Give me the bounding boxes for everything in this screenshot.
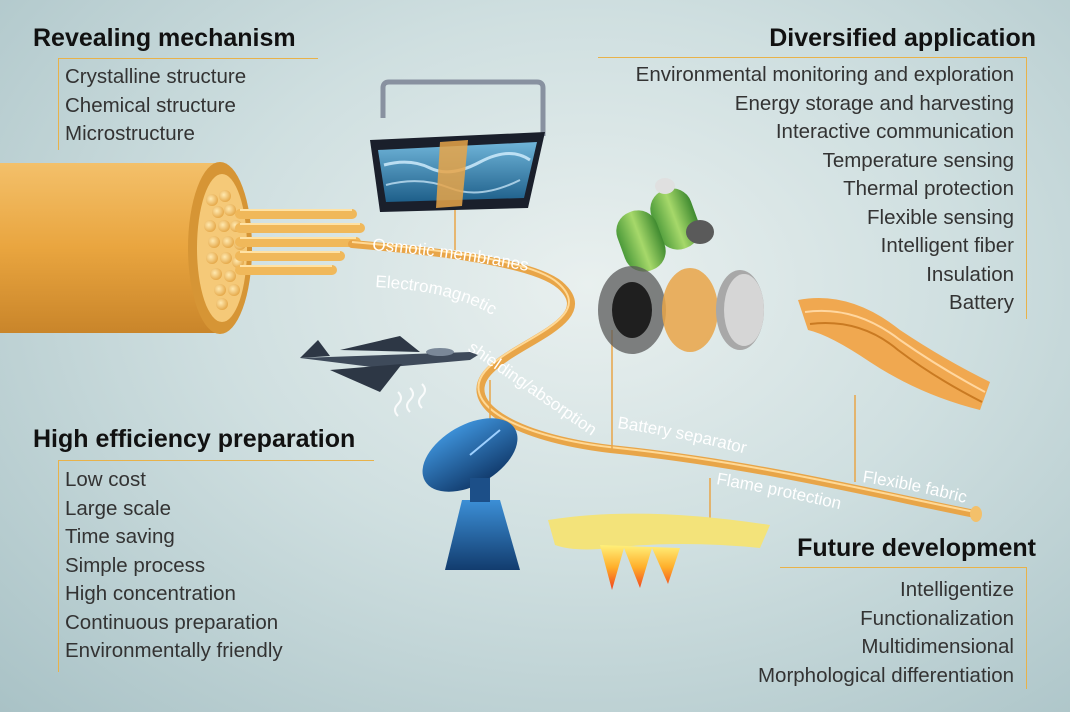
future-development-panel: Future development bbox=[797, 534, 1036, 563]
future-development-item: Multidimensional bbox=[861, 635, 1014, 658]
radar-dish-icon bbox=[422, 418, 520, 570]
fighter-jet-icon bbox=[300, 336, 478, 392]
revealing-mechanism-panel: Revealing mechanism bbox=[33, 24, 296, 53]
future-development-item: Functionalization bbox=[860, 606, 1014, 630]
flexible-fabric-icon bbox=[798, 298, 990, 410]
high-efficiency-preparation-item: Large scale bbox=[65, 496, 171, 520]
high-efficiency-preparation-item: Simple process bbox=[65, 553, 206, 577]
diversified-application-heading: Diversified application bbox=[769, 24, 1036, 52]
high-efficiency-preparation-panel: High efficiency preparation bbox=[33, 425, 355, 454]
diversified-application-item: Intelligent fiber bbox=[880, 234, 1014, 257]
divider bbox=[780, 567, 1026, 568]
high-efficiency-preparation-heading: High efficiency preparation bbox=[33, 425, 356, 453]
diversified-application-item: Temperature sensing bbox=[822, 148, 1014, 172]
diversified-application-item: Battery bbox=[949, 291, 1014, 314]
divider bbox=[598, 57, 1026, 58]
diversified-application-item: Flexible sensing bbox=[867, 205, 1014, 229]
revealing-mechanism-heading: Revealing mechanism bbox=[33, 24, 296, 52]
battery-cylinders-icon bbox=[616, 178, 714, 272]
divider bbox=[58, 58, 59, 150]
high-efficiency-preparation-item: Low cost bbox=[65, 468, 146, 491]
divider bbox=[58, 460, 374, 461]
coin-cell-battery-icon bbox=[598, 266, 764, 354]
diversified-application-item: Thermal protection bbox=[843, 177, 1014, 200]
cable-illustration bbox=[0, 162, 365, 334]
osmotic-tank-icon bbox=[370, 79, 546, 212]
diversified-application-list: Environmental monitoring and exploration… bbox=[636, 61, 1014, 318]
flame-fabric-icon bbox=[548, 513, 770, 590]
revealing-mechanism-item: Chemical structure bbox=[65, 93, 236, 117]
fiber-strand bbox=[348, 240, 979, 518]
revealing-mechanism-item: Microstructure bbox=[65, 122, 195, 145]
diversified-application-item: Energy storage and harvesting bbox=[734, 91, 1014, 115]
diversified-application-item: Insulation bbox=[926, 262, 1014, 286]
high-efficiency-preparation-item: Continuous preparation bbox=[65, 610, 279, 634]
signal-waves-icon bbox=[394, 383, 426, 417]
divider bbox=[58, 58, 318, 59]
diversified-application-panel: Diversified application bbox=[769, 24, 1036, 53]
label-electromagnetic: Electromagnetic bbox=[375, 272, 501, 319]
divider bbox=[1026, 567, 1027, 689]
future-development-heading: Future development bbox=[797, 534, 1036, 562]
high-efficiency-preparation-item: Time saving bbox=[65, 525, 175, 548]
divider bbox=[1026, 57, 1027, 319]
high-efficiency-preparation-item: High concentration bbox=[65, 582, 236, 605]
leader-lines bbox=[454, 205, 856, 530]
diversified-application-item: Environmental monitoring and exploration bbox=[635, 63, 1014, 86]
future-development-item: Intelligentize bbox=[900, 578, 1014, 601]
high-efficiency-preparation-item: Environmentally friendly bbox=[65, 639, 283, 662]
future-development-item: Morphological differentiation bbox=[757, 663, 1014, 687]
diversified-application-item: Interactive communication bbox=[775, 120, 1014, 143]
divider bbox=[58, 460, 59, 672]
label-osmotic-membranes: Osmotic membranes bbox=[372, 235, 531, 275]
revealing-mechanism-item: Crystalline structure bbox=[65, 65, 247, 88]
